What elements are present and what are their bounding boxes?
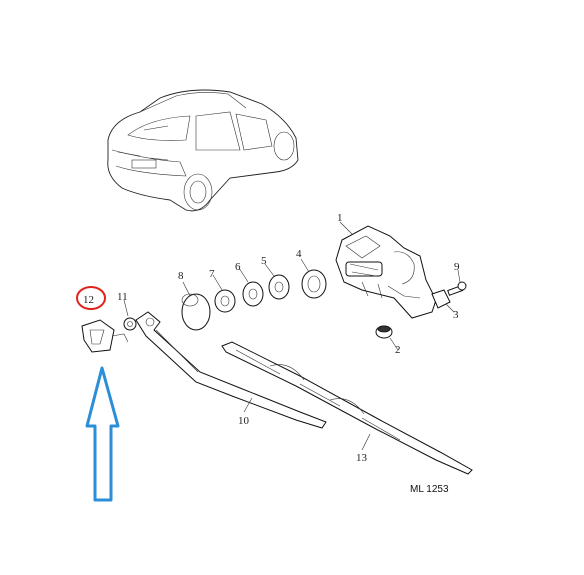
- callout-4: 4: [296, 248, 302, 260]
- wiper-blade: [221, 341, 473, 475]
- callout-8: 8: [178, 270, 184, 282]
- callout-1: 1: [337, 212, 343, 224]
- callout-13: 13: [356, 452, 368, 464]
- callout-11: 11: [117, 291, 128, 303]
- callout-10: 10: [238, 415, 250, 427]
- reference-code: ML 1253: [410, 484, 449, 495]
- highlight-arrow: [85, 366, 120, 502]
- bolt-part: [447, 281, 467, 296]
- washer-part: [242, 274, 290, 307]
- grommet-part: [375, 325, 393, 339]
- cap-part: [181, 293, 211, 331]
- callout-2: 2: [395, 344, 401, 356]
- wiper-motor: [335, 225, 437, 319]
- callout-6: 6: [235, 261, 241, 273]
- highlight-circle: [76, 286, 106, 310]
- clip-part: [81, 319, 129, 353]
- callout-5: 5: [261, 255, 267, 267]
- callout-12: 12: [83, 294, 94, 306]
- callout-7: 7: [209, 268, 215, 280]
- callout-9: 9: [454, 261, 460, 273]
- car-illustration: [107, 89, 299, 212]
- wiper-arm: [135, 311, 327, 429]
- small-nut-part: [123, 317, 137, 331]
- nut-part: [214, 289, 236, 313]
- callout-3: 3: [453, 309, 459, 321]
- leader-lines: [123, 221, 461, 451]
- seal-part: [301, 269, 327, 299]
- mounting-part: [431, 289, 451, 309]
